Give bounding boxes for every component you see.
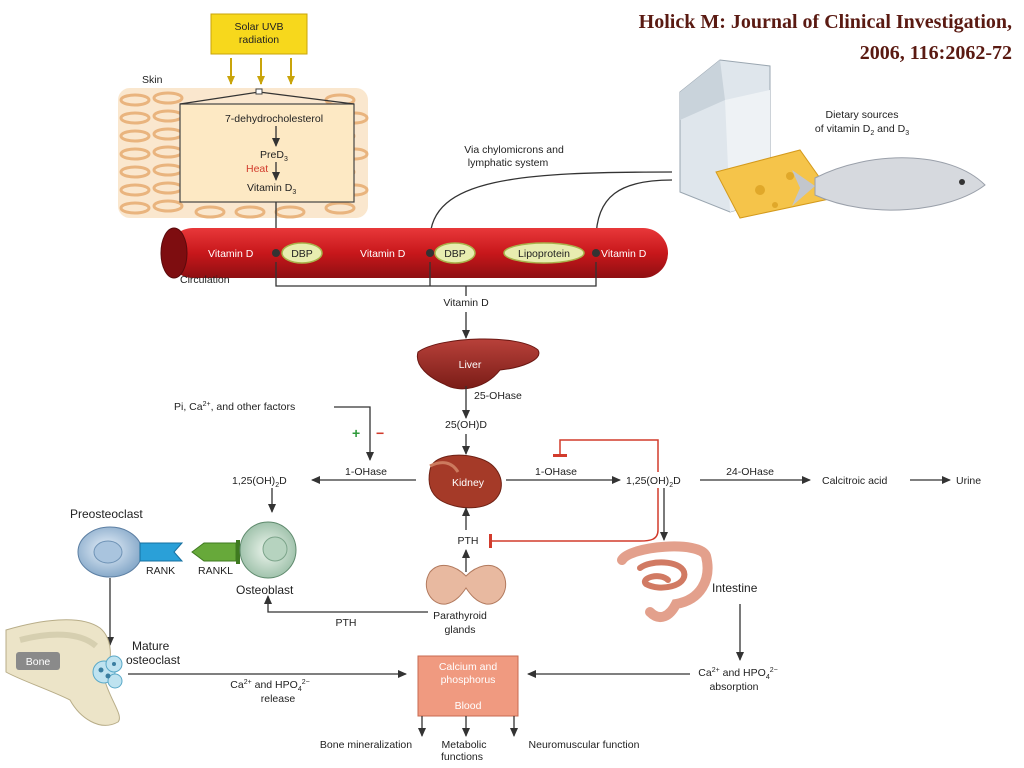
vitamin-d-middle-dot — [426, 249, 434, 257]
dietary-sources-label-2: of vitamin D2 and D3 — [815, 123, 909, 137]
dbp-left-label: DBP — [291, 248, 313, 260]
feedback-inhibit-pth — [489, 488, 659, 548]
vitamin-d-right-label: Vitamin D — [601, 248, 647, 260]
parathyroid-glands — [425, 564, 507, 605]
calcium-label-1: Calcium and — [439, 661, 498, 673]
25ohd-label: 25(OH)D — [445, 419, 487, 431]
kidney — [428, 454, 502, 509]
fish-illustration — [792, 157, 986, 211]
bone-illustration — [5, 619, 120, 726]
parathyroid-label-1: Parathyroid — [433, 610, 487, 622]
pth-to-osteoblast-path — [264, 595, 428, 613]
bone-label: Bone — [26, 656, 51, 668]
vitamin-d-left-dot — [272, 249, 280, 257]
mature-osteoclast-label-1: Mature — [132, 639, 170, 653]
citation-line-2: 2006, 116:2062-72 — [860, 42, 1012, 64]
parathyroid-label-2: glands — [445, 624, 476, 636]
absorption-label: absorption — [709, 681, 758, 693]
liver — [416, 338, 540, 390]
dbp-left — [281, 242, 323, 264]
rank-label: RANK — [146, 565, 175, 577]
preosteoclast-label: Preosteoclast — [70, 507, 143, 521]
heat-label: Heat — [246, 163, 268, 175]
solar-uvb-label-2: radiation — [239, 34, 279, 46]
pth-lower-label: PTH — [336, 617, 357, 629]
osteoblast-label: Osteoblast — [236, 583, 294, 597]
calcium-label-2: phosphorus — [441, 674, 496, 686]
ca-absorption-label: Ca2+ and HPO42− — [698, 667, 777, 681]
mature-osteoclast-cell — [92, 655, 123, 689]
1-ohase-right-label: 1-OHase — [535, 466, 577, 478]
pi-ca-factors-path — [334, 406, 374, 461]
vessel-opening — [160, 227, 188, 279]
bone-label-bg — [16, 652, 60, 670]
circulation-collector — [275, 262, 597, 287]
1-ohase-left-label: 1-OHase — [345, 466, 387, 478]
citation-line-1: Holick M: Journal of Clinical Investigat… — [639, 11, 1012, 33]
kidney-label: Kidney — [452, 477, 485, 489]
bone-mineralization-label: Bone mineralization — [320, 739, 412, 751]
blood-label: Blood — [455, 700, 482, 712]
solar-uvb-box — [210, 13, 308, 55]
ca-release-label: Ca2+ and HPO42− — [230, 679, 309, 693]
feedback-inhibit-1ohase — [553, 439, 659, 472]
mature-osteoclast-label-2: osteoclast — [126, 653, 181, 667]
vitamin-d-left-label: Vitamin D — [208, 248, 254, 260]
dehydrocholesterol-label: 7-dehydrocholesterol — [225, 113, 323, 125]
skin-synthesis-box — [179, 103, 355, 203]
urine-label: Urine — [956, 475, 981, 487]
circulation-label: Circulation — [180, 274, 230, 286]
lipoprotein — [503, 242, 585, 264]
125ohd-left-label: 1,25(OH)2D — [232, 475, 287, 489]
plus-sign: + — [352, 425, 360, 441]
rankl-label: RANKL — [198, 565, 233, 577]
pth-upper-label: PTH — [458, 535, 479, 547]
pred3-label: PreD3 — [260, 149, 288, 163]
25-ohase-label: 25-OHase — [474, 390, 522, 402]
chylomicron-path-1 — [426, 171, 673, 241]
dietary-sources-label-1: Dietary sources — [826, 109, 899, 121]
rank-receptor — [139, 542, 184, 562]
intestine-label: Intestine — [712, 581, 758, 595]
vitamin-d3-skin-label: Vitamin D3 — [247, 182, 296, 196]
via-chylomicrons-label-1: Via chylomicrons and — [464, 144, 564, 156]
liver-label: Liver — [459, 359, 482, 371]
release-label: release — [261, 693, 296, 705]
solar-uvb-label-1: Solar UVB — [234, 21, 283, 33]
lipoprotein-label: Lipoprotein — [518, 248, 570, 260]
intestine — [617, 541, 713, 623]
dbp-middle-label: DBP — [444, 248, 466, 260]
vitamin-d-right-dot — [592, 249, 600, 257]
calcium-phosphorus-blood-box — [417, 655, 519, 717]
dbp-middle — [434, 242, 476, 264]
blood-vessel — [168, 228, 668, 278]
calcitroic-acid-label: Calcitroic acid — [822, 475, 888, 487]
vitamin-d-below-label: Vitamin D — [443, 297, 489, 309]
skin-label: Skin — [142, 74, 163, 86]
vitamin-d-middle-label: Vitamin D — [360, 248, 406, 260]
neuromuscular-function-label: Neuromuscular function — [529, 739, 640, 751]
rankl-ligand — [191, 542, 237, 562]
metabolic-functions-label-1: Metabolic — [442, 739, 487, 751]
metabolic-functions-label-2: functions — [441, 751, 483, 763]
pi-ca-factors-label: Pi, Ca2+, and other factors — [174, 401, 295, 413]
125ohd-right-label: 1,25(OH)2D — [626, 475, 681, 489]
24-ohase-label: 24-OHase — [726, 466, 774, 478]
chylomicron-path-2 — [592, 179, 673, 241]
via-chylomicrons-label-2: lymphatic system — [468, 157, 549, 169]
minus-sign: − — [376, 425, 384, 441]
